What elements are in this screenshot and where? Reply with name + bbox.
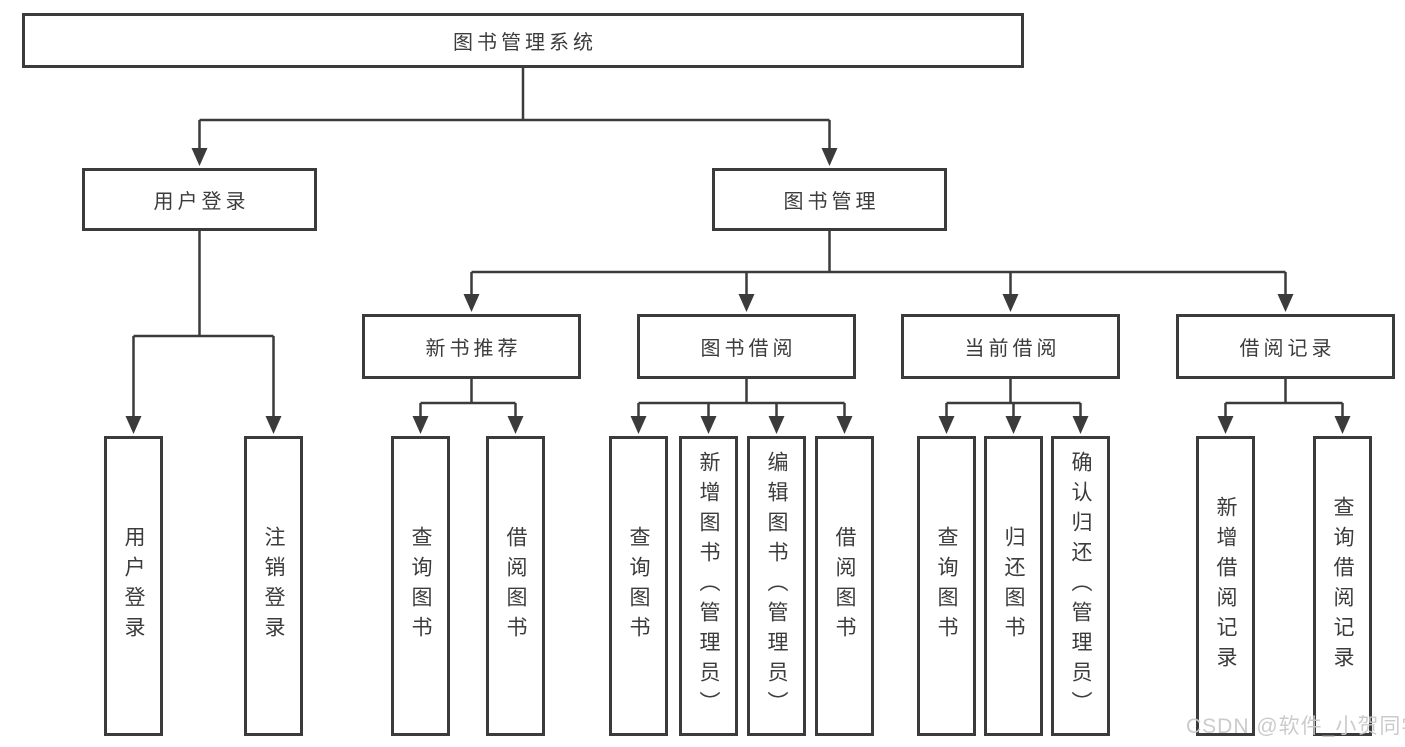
node-label: 用户登录 bbox=[122, 526, 145, 646]
node-label: 新增借阅记录 bbox=[1214, 496, 1237, 676]
node-library-management-system: 图书管理系统 bbox=[22, 13, 1024, 68]
node-label: 查询图书 bbox=[409, 526, 432, 646]
node-current-borrowing: 当前借阅 bbox=[901, 314, 1120, 379]
connector-book-borrow-to-leaves bbox=[637, 379, 846, 417]
node-leaf-borrow-books-1: 借阅图书 bbox=[486, 436, 545, 736]
node-leaf-query-books-2: 查询图书 bbox=[609, 436, 668, 736]
node-book-borrowing: 图书借阅 bbox=[637, 314, 856, 379]
node-label: 查询借阅记录 bbox=[1331, 496, 1354, 676]
connector-new-books-to-leaves bbox=[419, 379, 517, 417]
node-label: 确认归还（管理员） bbox=[1069, 451, 1092, 721]
node-book-management: 图书管理 bbox=[712, 168, 947, 231]
node-label: 新增图书（管理员） bbox=[697, 451, 720, 721]
csdn-watermark: CSDN @软件_小贺同学 bbox=[1186, 715, 1405, 738]
node-leaf-query-books-3: 查询图书 bbox=[917, 436, 976, 736]
node-leaf-add-borrow-record: 新增借阅记录 bbox=[1196, 436, 1255, 736]
node-leaf-edit-book-admin: 编辑图书（管理员） bbox=[747, 436, 806, 736]
node-leaf-query-books-1: 查询图书 bbox=[391, 436, 450, 736]
node-leaf-add-book-admin: 新增图书（管理员） bbox=[679, 436, 738, 736]
arrowheads-level3 bbox=[463, 294, 1294, 312]
connector-root-to-level2 bbox=[198, 68, 831, 149]
node-leaf-confirm-return-admin: 确认归还（管理员） bbox=[1051, 436, 1110, 736]
connector-book-mgmt-to-level3 bbox=[470, 231, 1287, 295]
node-label: 借阅图书 bbox=[833, 526, 856, 646]
connector-borrow-records-to-leaves bbox=[1224, 379, 1344, 417]
connector-user-login-to-leaves bbox=[132, 231, 275, 417]
node-label: 注销登录 bbox=[262, 526, 285, 646]
node-label: 借阅图书 bbox=[504, 526, 527, 646]
node-label: 查询图书 bbox=[935, 526, 958, 646]
node-label: 归还图书 bbox=[1002, 526, 1025, 646]
node-leaf-return-book: 归还图书 bbox=[984, 436, 1043, 736]
node-leaf-query-borrow-record: 查询借阅记录 bbox=[1313, 436, 1372, 736]
node-leaf-logout: 注销登录 bbox=[244, 436, 303, 736]
arrowheads-level2 bbox=[191, 148, 838, 166]
node-leaf-user-login: 用户登录 bbox=[104, 436, 163, 736]
node-user-login: 用户登录 bbox=[82, 168, 317, 231]
node-label: 查询图书 bbox=[627, 526, 650, 646]
node-label: 编辑图书（管理员） bbox=[765, 451, 788, 721]
connector-current-borrow-to-leaves bbox=[945, 379, 1082, 417]
node-borrow-records: 借阅记录 bbox=[1176, 314, 1395, 379]
arrowheads-leaves bbox=[125, 416, 1351, 434]
node-new-book-recommend: 新书推荐 bbox=[362, 314, 581, 379]
node-leaf-borrow-books-2: 借阅图书 bbox=[815, 436, 874, 736]
